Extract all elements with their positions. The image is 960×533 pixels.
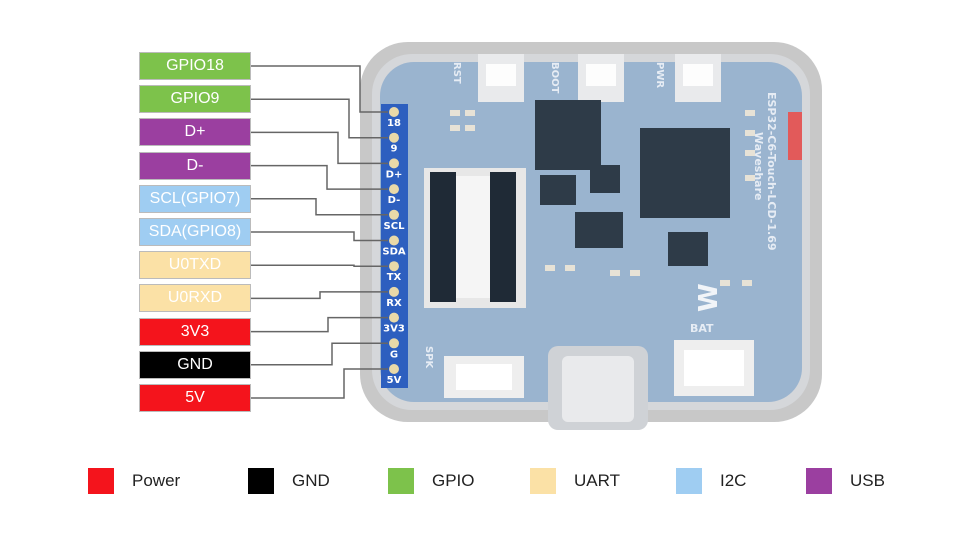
header-pin-pad (389, 338, 399, 349)
header-pin-label: 3V3 (383, 324, 405, 335)
header-pin-label: SCL (384, 221, 406, 232)
header-pin-label: G (390, 349, 398, 360)
leader-line (251, 342, 388, 366)
header-pin-pad (389, 209, 399, 220)
passive-components (450, 110, 755, 286)
chips (535, 100, 730, 266)
leader-line (251, 164, 388, 190)
leader-line (251, 65, 388, 113)
header-pin-pad (389, 261, 399, 272)
legend-item: I2C (676, 467, 746, 495)
header-pin-label: RX (386, 298, 402, 309)
leader-line (251, 291, 388, 300)
header-pin-label: D+ (386, 169, 403, 180)
legend-item: USB (806, 467, 885, 495)
spk-label: SPK (423, 346, 434, 370)
pin-label: 3V3 (139, 317, 251, 346)
button-label-rst: RST (451, 62, 462, 84)
header-pin-pad (389, 132, 399, 143)
top-buttons (478, 54, 721, 102)
pin-label: D+ (139, 118, 251, 147)
legend-item: GND (248, 467, 330, 495)
leader-line (251, 231, 388, 242)
board-name: ESP32-C6-Touch-LCD-1.69 (765, 92, 778, 251)
legend-label: USB (850, 471, 885, 490)
button-label-boot: BOOT (549, 62, 560, 94)
legend-swatch (248, 468, 274, 494)
pin-label: GPIO9 (139, 85, 251, 114)
legend-label: GPIO (432, 471, 475, 490)
waveshare-logo: W (694, 283, 724, 312)
legend-swatch (88, 468, 114, 494)
leader-line (251, 316, 388, 333)
header-pin-label: SDA (382, 247, 406, 258)
leader-line (251, 131, 388, 165)
header-pin-label: 9 (391, 144, 398, 155)
header-pin-pad (389, 235, 399, 246)
legend-label: I2C (720, 471, 747, 490)
header-pin-label: D- (388, 195, 401, 206)
header-pin-label: 18 (387, 118, 401, 129)
pin-label: D- (139, 151, 251, 180)
button-label-pwr: PWR (654, 62, 665, 88)
legend-label: UART (574, 471, 620, 490)
legend-swatch (676, 468, 702, 494)
legend-label: Power (132, 471, 181, 490)
pin-label: SCL(GPIO7) (139, 184, 251, 213)
header-pin-label: TX (387, 272, 402, 283)
bat-label: BAT (690, 322, 714, 335)
header-pin-pad (389, 364, 399, 374)
header-pin-label: 5V (387, 375, 402, 386)
rgb-led (788, 112, 802, 160)
leader-lines (251, 65, 388, 399)
header-pin-pad (389, 312, 399, 323)
header-pin-pad (389, 107, 399, 117)
header-pin-pad (389, 184, 399, 195)
legend-item: GPIO (388, 467, 475, 495)
pin-label: GPIO18 (139, 52, 251, 80)
legend-swatch (388, 468, 414, 494)
pin-label: GND (139, 350, 251, 379)
header-pin-pad (389, 286, 399, 297)
pin-label: 5V (139, 384, 251, 412)
leader-line (251, 368, 388, 399)
pin-label: U0RXD (139, 284, 251, 313)
legend-swatch (806, 468, 832, 494)
board-vendor: Waveshare (752, 132, 765, 200)
leader-line (251, 98, 388, 139)
legend-swatch (530, 468, 556, 494)
legend-item: Power (88, 467, 180, 495)
pin-label: U0TXD (139, 251, 251, 280)
header-pin-pad (389, 158, 399, 169)
pin-label: SDA(GPIO8) (139, 218, 251, 246)
legend-label: GND (292, 471, 330, 490)
legend-item: UART (530, 467, 620, 495)
leader-line (251, 198, 388, 216)
leader-line (251, 264, 388, 267)
